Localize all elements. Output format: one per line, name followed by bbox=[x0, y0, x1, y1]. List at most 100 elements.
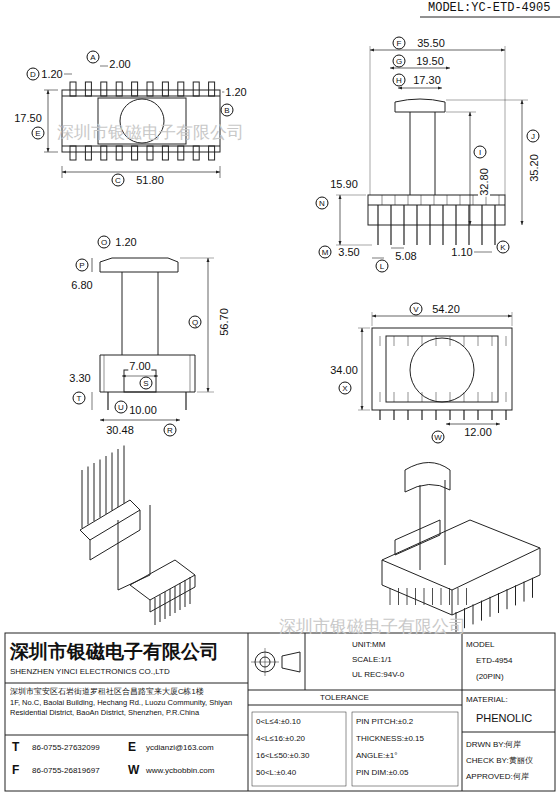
callout-letter: U bbox=[115, 401, 128, 414]
dimension: 1.10 bbox=[450, 246, 473, 258]
dimension: 35.20 bbox=[528, 153, 540, 183]
pin-stroke bbox=[155, 598, 156, 625]
title-block-text: THICKNESS:±0.15 bbox=[356, 734, 424, 744]
pin-stroke bbox=[416, 205, 417, 245]
pin-stroke bbox=[407, 410, 408, 420]
callout-letter: A bbox=[87, 51, 100, 64]
title-block-text: CHECK BY:黄丽仪 bbox=[466, 756, 533, 766]
dimension: 1.20 bbox=[224, 86, 247, 98]
dimension: 7.00 bbox=[128, 360, 151, 372]
pin-stroke bbox=[394, 336, 395, 346]
pin-stroke bbox=[408, 336, 409, 346]
dimension: 17.50 bbox=[13, 112, 43, 124]
pin-stroke bbox=[180, 583, 181, 610]
callout-letter: T bbox=[73, 392, 86, 405]
pin-stroke bbox=[424, 588, 425, 605]
end-view bbox=[92, 258, 214, 420]
dimension: 10.00 bbox=[128, 404, 158, 416]
pin-stroke bbox=[94, 463, 95, 521]
title-block-text: ycdianzi@163.com bbox=[146, 743, 214, 753]
pin-stroke bbox=[421, 410, 422, 420]
title-block-text: (20PIN) bbox=[476, 672, 504, 682]
pin-stroke bbox=[464, 336, 465, 346]
pin-stroke bbox=[435, 410, 436, 420]
pin-stroke bbox=[449, 588, 450, 605]
pin-stroke bbox=[441, 588, 442, 605]
callout-letter: W bbox=[432, 431, 445, 444]
pin-stroke bbox=[473, 195, 474, 205]
watermark: 深圳市银磁电子有限公司 bbox=[57, 123, 244, 143]
pin-slot bbox=[178, 146, 184, 160]
callout-letter: P bbox=[76, 259, 89, 272]
pin-stroke bbox=[398, 588, 399, 605]
pin-slot bbox=[162, 146, 168, 160]
title-block-text: www.ycbobbin.com bbox=[146, 766, 214, 776]
pin-stroke bbox=[124, 446, 125, 504]
callout-letter: M bbox=[319, 246, 332, 259]
title-block-text: MODEL bbox=[466, 640, 494, 650]
pin-slot bbox=[101, 146, 107, 160]
pin-stroke bbox=[380, 392, 381, 402]
title-block-text: E bbox=[128, 741, 136, 753]
pin-stroke bbox=[505, 410, 506, 420]
title-block-text: F bbox=[12, 764, 19, 776]
pin-stroke bbox=[449, 410, 450, 420]
title-block-text: PIN DIM:±0.05 bbox=[356, 768, 408, 778]
pin-slot bbox=[147, 82, 153, 96]
pin-stroke bbox=[463, 410, 464, 420]
pin-stroke bbox=[421, 195, 422, 205]
pin-stroke bbox=[492, 392, 493, 402]
pin-stroke bbox=[407, 588, 408, 605]
pin-stroke bbox=[185, 580, 186, 607]
pin-stroke bbox=[460, 195, 461, 205]
pin-stroke bbox=[455, 205, 456, 245]
pin-stroke bbox=[466, 588, 467, 605]
pin-stroke bbox=[185, 392, 186, 410]
pin-stroke bbox=[408, 195, 409, 205]
pin-slot bbox=[178, 82, 184, 96]
pin-stroke bbox=[436, 336, 437, 346]
pin-stroke bbox=[112, 453, 113, 511]
pin-stroke bbox=[450, 336, 451, 346]
pin-stroke bbox=[532, 578, 533, 598]
pin-stroke bbox=[380, 336, 381, 346]
dimension: 1.20 bbox=[40, 68, 63, 80]
callout-letter: E bbox=[32, 127, 45, 140]
pin-stroke bbox=[377, 205, 378, 245]
pin-stroke bbox=[491, 410, 492, 420]
pin-stroke bbox=[507, 589, 508, 609]
iso-view-left bbox=[80, 500, 195, 612]
pin-slot bbox=[193, 146, 199, 160]
pin-slot bbox=[162, 82, 168, 96]
dimension: 6.80 bbox=[70, 279, 93, 291]
callout-letter: V bbox=[410, 303, 423, 316]
dimension: 56.70 bbox=[218, 307, 230, 337]
callout-letter: D bbox=[27, 68, 40, 81]
callout-letter: X bbox=[339, 382, 352, 395]
title-block-text: 50<L:±0.40 bbox=[256, 768, 296, 778]
pin-stroke bbox=[160, 595, 161, 622]
pin-slot bbox=[132, 82, 138, 96]
pin-stroke bbox=[422, 336, 423, 346]
title-block-text: ETD-4954 bbox=[476, 656, 512, 666]
pin-stroke bbox=[494, 205, 495, 245]
iso-view-right bbox=[382, 463, 540, 616]
pin-slot bbox=[116, 146, 122, 160]
front-view bbox=[358, 312, 512, 424]
dimension: 3.50 bbox=[337, 246, 360, 258]
pin-slot bbox=[132, 146, 138, 160]
pin-stroke bbox=[515, 585, 516, 605]
title-block-text: 4<L≤16:±0.20 bbox=[256, 734, 305, 744]
title-block-text: W bbox=[128, 764, 139, 776]
pin-stroke bbox=[477, 410, 478, 420]
title-block-text: DRWN BY:何岸 bbox=[466, 740, 521, 750]
pin-stroke bbox=[458, 588, 459, 605]
dimension: 1.20 bbox=[114, 236, 137, 248]
title-block-text: TOLERANCE bbox=[320, 693, 369, 703]
watermark: 深圳市银磁电子有限公司 bbox=[279, 617, 466, 637]
pin-stroke bbox=[175, 586, 176, 613]
callout-letter: K bbox=[497, 241, 510, 254]
pin-slot bbox=[85, 146, 91, 160]
pin-slot bbox=[101, 82, 107, 96]
title-block-text: T bbox=[12, 741, 19, 753]
